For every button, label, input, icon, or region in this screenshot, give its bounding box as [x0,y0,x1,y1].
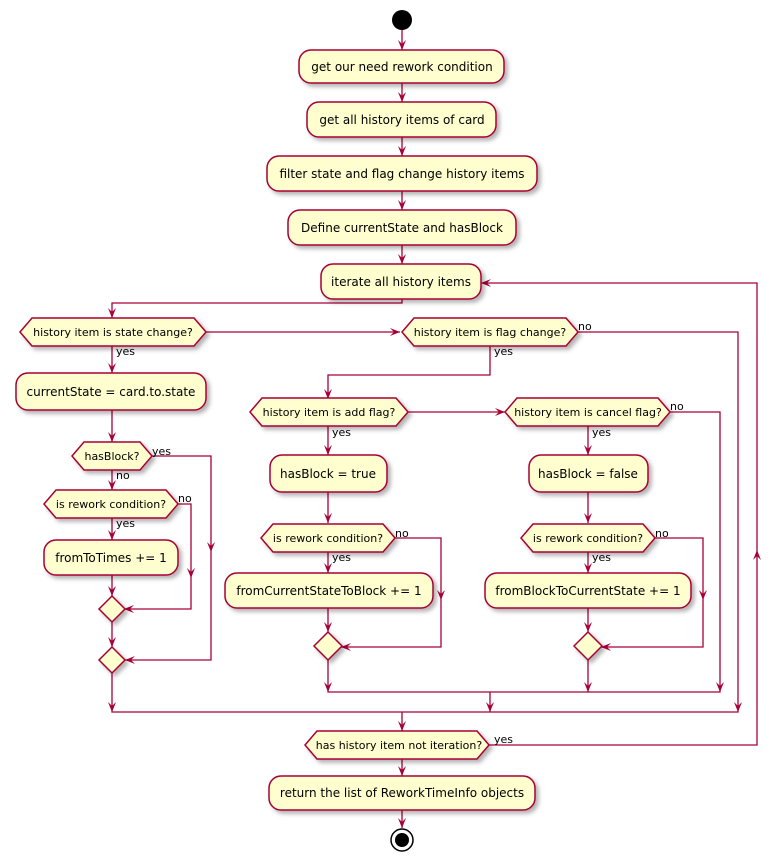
decision-is-add-flag: history item is add flag? [249,397,409,427]
activity-has-block-false: hasBlock = false [528,454,649,493]
label-rework-3-no: no [655,527,669,540]
activity-has-block-false-text: hasBlock = false [538,467,638,481]
merge-diamond-has-block [97,645,127,675]
decision-is-rework-2-text: is rework condition? [273,532,383,545]
label-rework-1-yes: yes [116,517,135,530]
decision-is-cancel-flag-text: history item is cancel flag? [514,406,662,419]
activity-filter-items: filter state and flag change history ite… [266,155,538,192]
decision-has-block: hasBlock? [71,441,153,471]
activity-from-current-to-block: fromCurrentStateToBlock += 1 [224,572,434,609]
arrowheads [108,40,761,828]
decision-is-flag-change: history item is flag change? [401,317,579,347]
edge-labels: yes yes no no yes no yes yes no yes no y… [116,320,684,746]
decision-is-rework-2: is rework condition? [260,523,396,553]
label-rework-1-no: no [178,492,192,505]
decision-is-state-change: history item is state change? [19,317,207,347]
label-rework-3-yes: yes [592,551,611,564]
decision-is-flag-change-text: history item is flag change? [414,326,567,339]
activity-has-block-true-text: hasBlock = true [280,467,376,481]
decision-is-cancel-flag: history item is cancel flag? [504,397,671,427]
label-cancel-flag-yes: yes [592,426,611,439]
decision-is-rework-3-text: is rework condition? [533,532,643,545]
label-rework-2-no: no [395,527,409,540]
merge-diamond-rework-2 [312,630,344,662]
merge-diamond-rework-3 [572,630,604,662]
activity-get-history-text: get all history items of card [319,113,484,127]
activity-from-to-times: fromToTimes += 1 [43,539,179,576]
activity-iterate: iterate all history items [320,263,482,300]
label-flag-change-yes: yes [494,345,513,358]
decision-is-add-flag-text: history item is add flag? [263,406,396,419]
label-cancel-flag-no: no [670,400,684,413]
activity-from-current-to-block-text: fromCurrentStateToBlock += 1 [236,584,421,598]
activity-get-condition: get our need rework condition [298,49,505,84]
activity-from-block-to-current-text: fromBlockToCurrentState += 1 [495,584,680,598]
decision-is-rework-1: is rework condition? [43,489,179,519]
decision-has-block-text: hasBlock? [84,450,139,463]
activity-has-block-true: hasBlock = true [269,454,388,493]
decision-not-iterated-text: has history item not iteration? [316,739,483,752]
activity-return-list-text: return the list of ReworkTimeInfo object… [280,786,524,800]
label-rework-2-yes: yes [332,551,351,564]
label-not-iterated-yes: yes [494,733,513,746]
label-has-block-yes: yes [152,445,171,458]
label-flag-change-no: no [578,320,592,333]
activity-set-current-state-text: currentState = card.to.state [27,385,196,399]
start-node [392,10,412,30]
activity-get-condition-text: get our need rework condition [311,60,492,74]
merge-diamond-rework-1 [97,594,127,624]
decision-is-state-change-text: history item is state change? [33,326,193,339]
activity-from-block-to-current: fromBlockToCurrentState += 1 [484,572,692,609]
decision-is-rework-3: is rework condition? [520,523,656,553]
activity-get-history: get all history items of card [306,101,497,138]
label-state-change-yes: yes [116,345,135,358]
connectors [111,30,758,828]
label-add-flag-yes: yes [332,426,351,439]
activity-filter-items-text: filter state and flag change history ite… [279,167,524,181]
activity-set-current-state: currentState = card.to.state [15,372,207,411]
activity-iterate-text: iterate all history items [331,275,471,289]
activity-define-vars: Define currentState and hasBlock [287,209,517,246]
activity-from-to-times-text: fromToTimes += 1 [55,551,167,565]
activity-define-vars-text: Define currentState and hasBlock [301,221,503,235]
decision-is-rework-1-text: is rework condition? [56,498,166,511]
decision-not-iterated: has history item not iteration? [304,730,490,760]
activity-return-list: return the list of ReworkTimeInfo object… [268,775,536,811]
label-has-block-no: no [116,469,130,482]
stop-node [390,828,414,852]
